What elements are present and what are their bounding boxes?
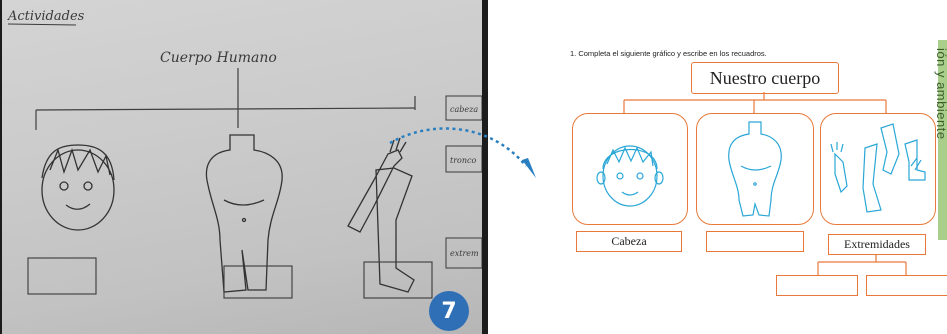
sketch-side-label-3: extrem	[450, 249, 479, 258]
limbs-drawing-icon	[821, 114, 935, 224]
label-cabeza: Cabeza	[576, 231, 682, 252]
label-piernas	[866, 275, 947, 296]
page-number-badge: 7	[429, 291, 469, 331]
label-brazos	[776, 275, 858, 296]
sketch-title: Cuerpo Humano	[160, 50, 277, 66]
face-drawing-icon	[42, 145, 114, 230]
sketch-heading: Actividades	[7, 9, 85, 24]
face-drawing-icon	[573, 114, 687, 224]
side-text: ión y ambiente	[937, 48, 947, 140]
limbs-panel	[820, 113, 936, 225]
head-panel	[572, 113, 688, 225]
torso-panel	[696, 113, 814, 225]
dashed-arrow-icon	[350, 110, 560, 190]
torso-drawing-icon	[206, 135, 282, 292]
torso-drawing-icon	[697, 114, 813, 224]
label-torso	[706, 231, 804, 252]
worksheet: 1. Completa el siguiente gráfico y escri…	[560, 0, 947, 334]
label-extremidades: Extremidades	[828, 234, 926, 255]
